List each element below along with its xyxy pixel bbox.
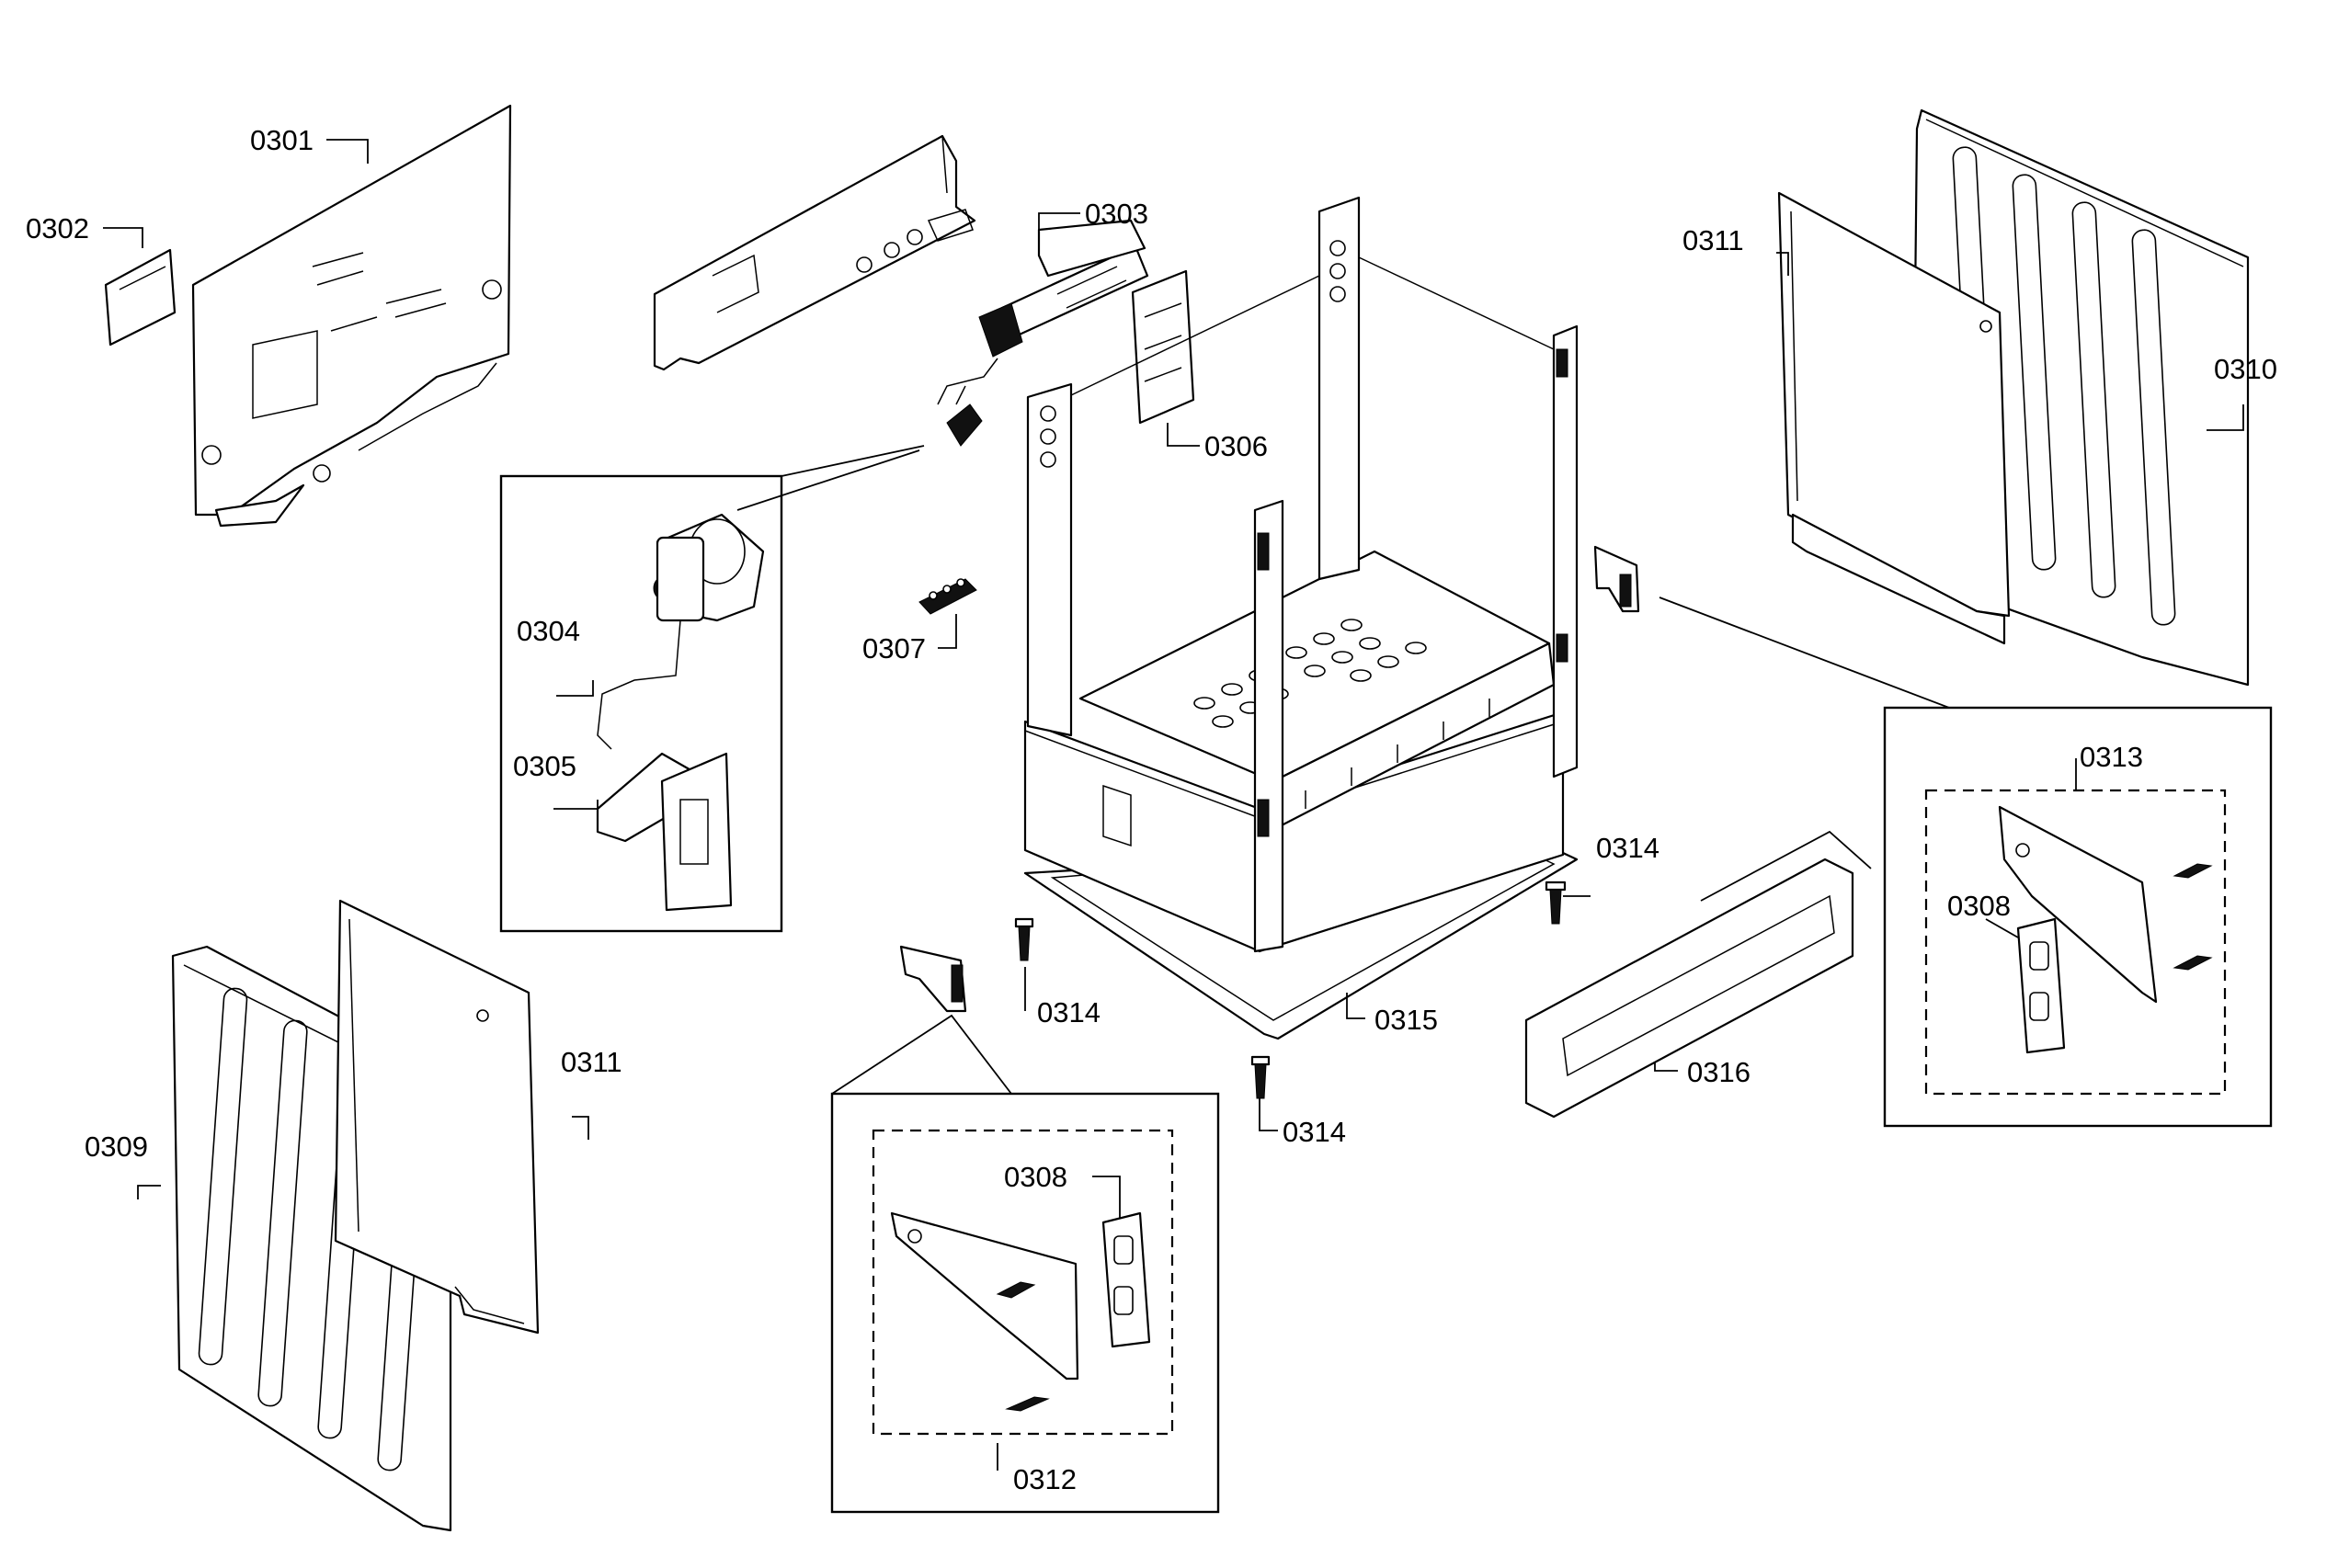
callout-0311-left: 0311 [561, 1046, 622, 1078]
callout-0307: 0307 [862, 632, 926, 665]
part-connector-top [946, 385, 983, 447]
callout-0304: 0304 [517, 615, 580, 647]
callout-0312: 0312 [1013, 1463, 1077, 1495]
part-0301-rear-panel [191, 104, 512, 528]
callout-0302: 0302 [26, 212, 89, 244]
callout-0309: 0309 [85, 1131, 148, 1163]
callout-0301: 0301 [250, 124, 314, 156]
part-0316-front-trim [1524, 830, 1872, 1119]
detail-box-motor-wiring [499, 445, 925, 933]
part-hinge-bracket-left [899, 945, 967, 1013]
callout-0313: 0313 [2080, 741, 2143, 773]
callout-0305: 0305 [513, 750, 576, 782]
part-0314-screw-b [1545, 881, 1567, 925]
part-0311-inner-panel-left [334, 899, 540, 1335]
callout-0316: 0316 [1687, 1056, 1751, 1088]
detail-box-0312 [830, 1014, 1220, 1514]
callout-0314-b: 0314 [1596, 832, 1659, 864]
part-hinge-bracket-right [1593, 545, 1640, 613]
part-0307-terminal-block [918, 578, 977, 615]
callout-0303: 0303 [1085, 198, 1148, 230]
part-0314-screw-c [1250, 1055, 1271, 1099]
part-0302-cover-plate [104, 248, 177, 347]
detail-box-0313 [1659, 597, 2273, 1128]
callout-0310: 0310 [2214, 353, 2277, 385]
callout-0314-c: 0314 [1283, 1116, 1346, 1148]
part-0306-control-board [1131, 269, 1195, 425]
callout-leaders [103, 139, 2244, 1471]
part-0303-fan-motor [937, 219, 1149, 405]
callout-0314-a: 0314 [1037, 996, 1101, 1028]
part-top-back-bracket [653, 134, 976, 371]
callout-0311-top: 0311 [1682, 224, 1744, 256]
part-0315-chassis-frame [1023, 196, 1579, 1040]
callout-0315: 0315 [1374, 1004, 1438, 1036]
part-0311-inner-panel-right [1777, 191, 2011, 645]
callout-0306: 0306 [1204, 430, 1268, 462]
part-0314-screw-a [1014, 917, 1034, 961]
callout-0308-bottom: 0308 [1004, 1161, 1067, 1193]
callout-labels: 0301 0302 0303 0304 0305 0306 0307 0308 … [26, 124, 2277, 1495]
callout-0308-right: 0308 [1947, 890, 2011, 922]
